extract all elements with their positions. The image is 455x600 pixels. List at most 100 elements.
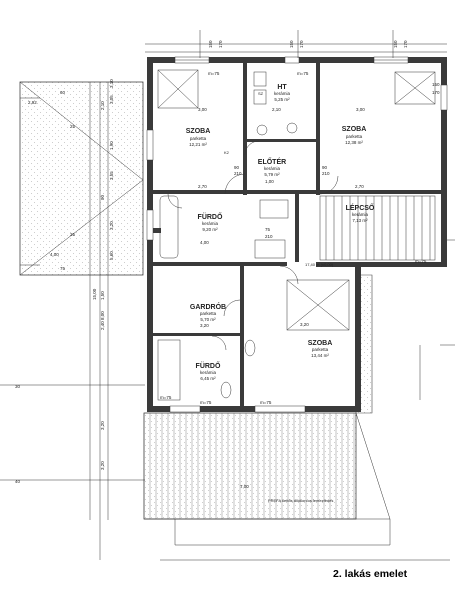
svg-text:m=75: m=75 bbox=[200, 400, 212, 405]
svg-text:90: 90 bbox=[322, 165, 328, 170]
room-area: 6,45 m² bbox=[200, 376, 216, 381]
floor-caption: 2. lakás emelet bbox=[333, 568, 408, 580]
svg-text:170: 170 bbox=[403, 40, 408, 48]
room-name: SZOBA bbox=[186, 128, 211, 135]
svg-text:170: 170 bbox=[299, 40, 304, 48]
room-eloter: ELŐTÉR kerámia 5,79 m² bbox=[258, 157, 286, 177]
svg-text:m=75: m=75 bbox=[415, 259, 427, 264]
misc-dimensions: m=75 m=75 m=75 m=75 m=75 m=75 90 210 90 … bbox=[15, 71, 427, 484]
k2-label: K2 bbox=[224, 150, 230, 155]
room-name: ELŐTÉR bbox=[258, 157, 286, 166]
svg-text:3,00: 3,00 bbox=[356, 107, 365, 112]
room-floor: kerámia bbox=[352, 212, 369, 217]
svg-text:75: 75 bbox=[265, 227, 271, 232]
svg-text:150: 150 bbox=[432, 82, 440, 87]
svg-text:m=75: m=75 bbox=[260, 400, 272, 405]
top-dimensions: 150 170 150 170 150 170 150 170 bbox=[208, 40, 440, 95]
doors bbox=[167, 140, 339, 351]
svg-text:40: 40 bbox=[15, 479, 21, 484]
vertical-dimension: 3,20 bbox=[100, 461, 105, 470]
svg-text:3,20: 3,20 bbox=[200, 323, 209, 328]
room-area: 12,21 m² bbox=[189, 142, 207, 147]
room-name: FÜRDŐ bbox=[198, 212, 223, 221]
room-szoba-1: SZOBA parketta 12,21 m² bbox=[186, 128, 211, 147]
left-terrace bbox=[19, 81, 144, 276]
roofing-note: PREFA kettős állókorcos lemezfedés bbox=[268, 498, 333, 503]
room-name: SZOBA bbox=[342, 126, 367, 133]
vertical-dimension: 15,00 bbox=[92, 288, 97, 300]
svg-text:2,10: 2,10 bbox=[272, 107, 281, 112]
room-floor: kerámia bbox=[202, 221, 219, 226]
vertical-dimension: 8,00 bbox=[100, 311, 105, 320]
svg-text:3,00: 3,00 bbox=[198, 107, 207, 112]
vertical-dimension: 5,60 bbox=[109, 251, 114, 260]
left-dimensions: 3,10 3,05 1,90 3,55 3,20 5,60 2,10 90 1,50 2,40 15… bbox=[92, 79, 114, 470]
svg-text:25: 25 bbox=[70, 232, 76, 237]
vertical-dimension: 1,50 bbox=[100, 291, 105, 300]
room-name: LÉPCSŐ bbox=[346, 203, 375, 212]
vertical-dimension: 3,20 bbox=[100, 421, 105, 430]
svg-text:150: 150 bbox=[289, 40, 294, 48]
room-gardrob: GARDRÓB parketta 5,70 m² bbox=[190, 302, 226, 322]
vertical-dimension: 3,10 bbox=[109, 79, 114, 88]
svg-text:1,00: 1,00 bbox=[265, 179, 274, 184]
room-area: 13,44 m² bbox=[311, 353, 329, 358]
room-ht: HT kerámia 5,25 m² bbox=[274, 84, 291, 102]
room-width-dimensions: 3,00 2,10 3,00 2,70 2,70 1,00 4,00 4,00 … bbox=[50, 107, 365, 489]
room-szoba-2: SZOBA parketta 12,38 m² bbox=[342, 126, 367, 145]
svg-text:150: 150 bbox=[393, 40, 398, 48]
svg-text:210: 210 bbox=[234, 171, 242, 176]
svg-text:m=75: m=75 bbox=[160, 395, 172, 400]
vertical-dimension: 1,90 bbox=[109, 141, 114, 150]
svg-text:m=75: m=75 bbox=[208, 71, 220, 76]
room-lepcso: LÉPCSŐ kerámia 7,13 m² bbox=[346, 203, 375, 223]
svg-text:2,70: 2,70 bbox=[198, 184, 207, 189]
room-area: 5,79 m² bbox=[264, 172, 280, 177]
interior-walls bbox=[153, 63, 447, 406]
svg-text:170: 170 bbox=[218, 40, 223, 48]
svg-text:7,00: 7,00 bbox=[240, 484, 249, 489]
room-name: HT bbox=[277, 84, 287, 91]
vertical-dimension: 2,40 bbox=[100, 321, 105, 330]
fixtures bbox=[157, 69, 436, 401]
vertical-dimension: 2,10 bbox=[100, 101, 105, 110]
room-name: GARDRÓB bbox=[190, 302, 226, 311]
room-area: 9,20 m² bbox=[202, 227, 218, 232]
svg-text:150: 150 bbox=[208, 40, 213, 48]
svg-text:210: 210 bbox=[322, 171, 330, 176]
svg-text:3,20: 3,20 bbox=[300, 322, 309, 327]
windows bbox=[146, 56, 448, 413]
level-label: 17,40 m (±0,00) bbox=[305, 262, 334, 267]
room-area: 7,13 m² bbox=[352, 218, 368, 223]
room-floor: parketta bbox=[190, 136, 207, 141]
svg-text:75: 75 bbox=[60, 266, 66, 271]
staircase bbox=[319, 195, 436, 261]
room-floor: kerámia bbox=[264, 166, 281, 171]
room-floor: parketta bbox=[312, 347, 329, 352]
room-floor: kerámia bbox=[274, 91, 291, 96]
room-area: 5,25 m² bbox=[274, 97, 290, 102]
dimension-lines bbox=[0, 30, 455, 561]
sz-label: SZ bbox=[258, 91, 264, 96]
room-floor: parketta bbox=[346, 134, 363, 139]
svg-text:25: 25 bbox=[70, 124, 76, 129]
vertical-dimension: 3,55 bbox=[109, 171, 114, 180]
svg-text:2,70: 2,70 bbox=[355, 184, 364, 189]
svg-text:60: 60 bbox=[60, 90, 66, 95]
svg-text:m=75: m=75 bbox=[297, 71, 309, 76]
room-area: 5,70 m² bbox=[200, 317, 216, 322]
svg-text:90: 90 bbox=[234, 165, 240, 170]
svg-text:210: 210 bbox=[265, 234, 273, 239]
svg-text:30: 30 bbox=[15, 384, 21, 389]
svg-text:2,92: 2,92 bbox=[28, 100, 37, 105]
vertical-dimension: 90 bbox=[100, 194, 105, 200]
room-szoba-3: SZOBA parketta 13,44 m² bbox=[308, 340, 333, 358]
room-floor: parketta bbox=[200, 311, 217, 316]
svg-text:170: 170 bbox=[432, 90, 440, 95]
room-furdo-1: FÜRDŐ kerámia 9,20 m² bbox=[198, 212, 223, 232]
vertical-dimension: 3,20 bbox=[109, 221, 114, 230]
room-area: 12,38 m² bbox=[345, 140, 363, 145]
vertical-dimension: 3,05 bbox=[109, 95, 114, 104]
room-name: SZOBA bbox=[308, 340, 333, 347]
